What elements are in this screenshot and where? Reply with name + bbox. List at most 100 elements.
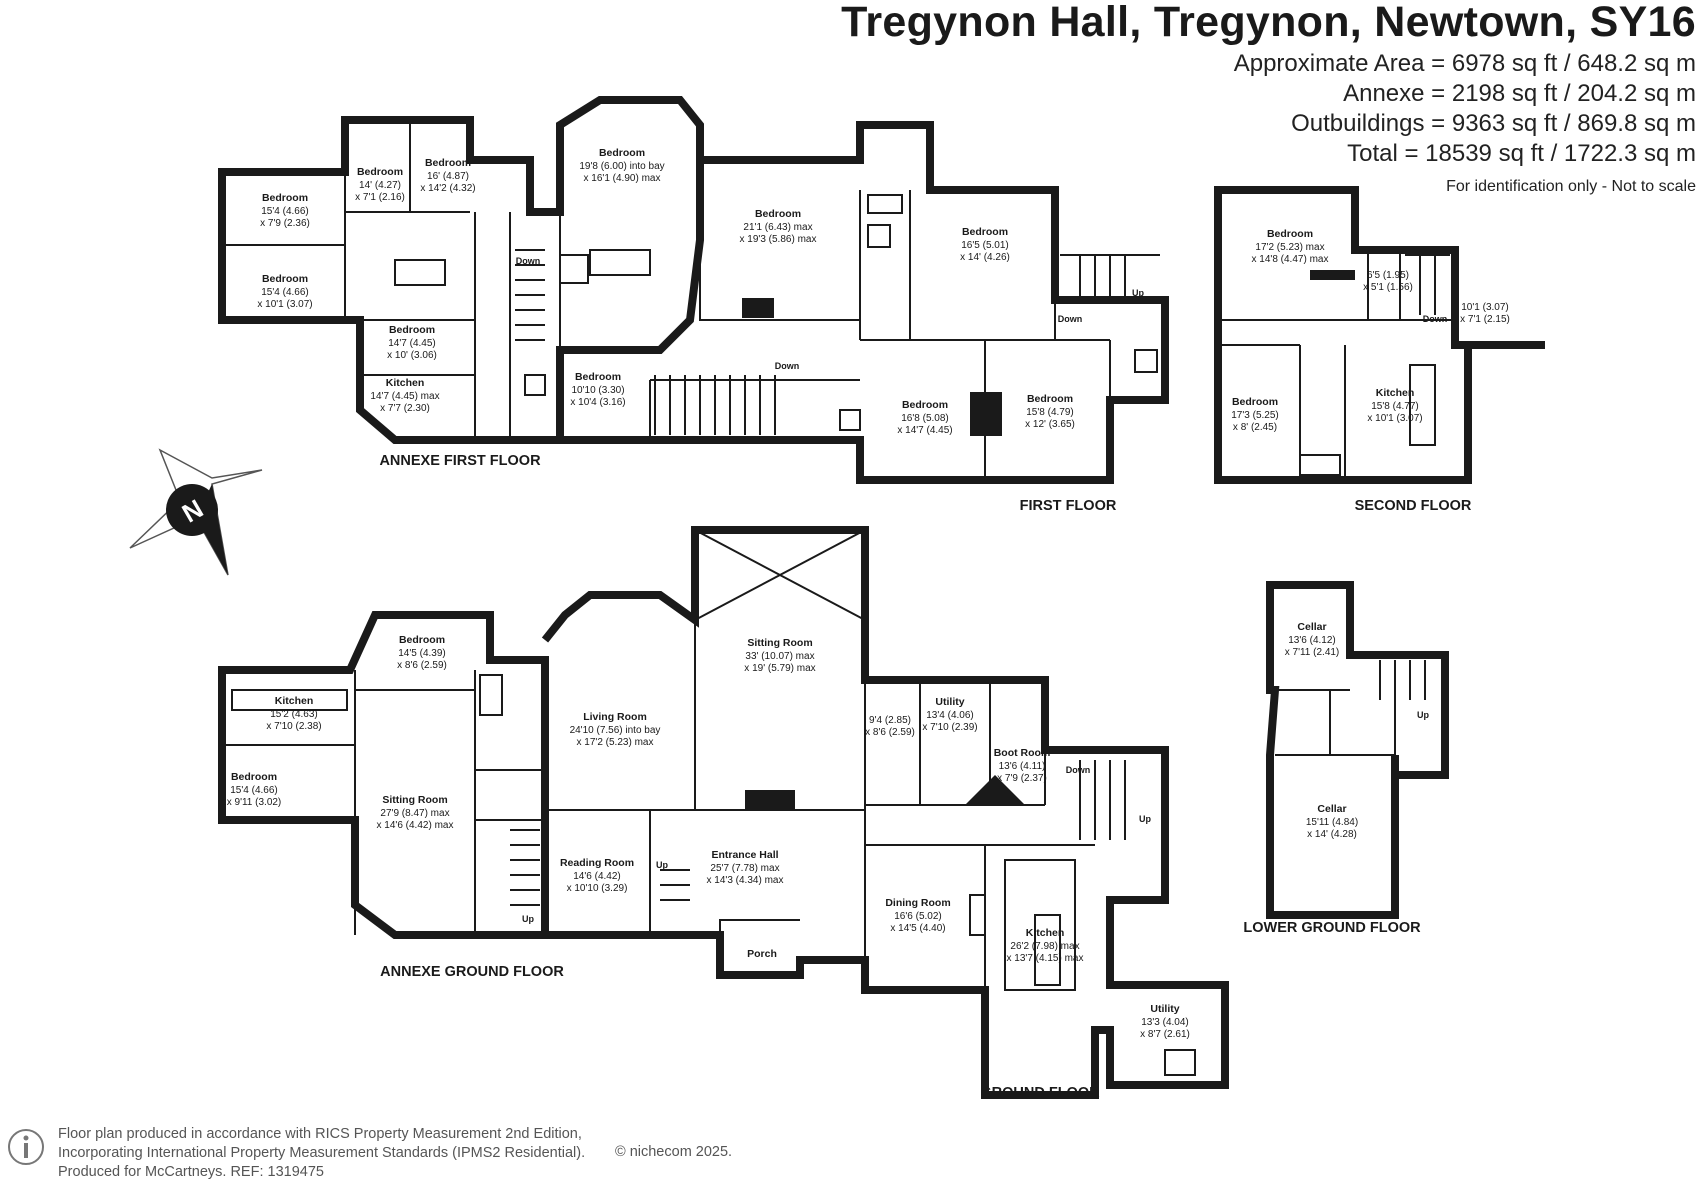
- gf-porch-name: Porch: [747, 948, 777, 960]
- af-bedroom-5-dim1: 14'7 (4.45): [388, 338, 436, 349]
- sf-room-dim2: x 7'1 (2.15): [1460, 314, 1510, 325]
- gf-living-dim1: 24'10 (7.56) into bay: [570, 725, 661, 736]
- sf-bedroom-2-name: Bedroom: [1232, 396, 1278, 408]
- gf-sitting-dim1: 33' (10.07) max: [745, 651, 814, 662]
- gf-reading-dim2: x 10'10 (3.29): [567, 883, 628, 894]
- ff-bedroom-east-dim2: x 14' (4.26): [960, 252, 1010, 263]
- ag-bedroom-2-name: Bedroom: [231, 771, 277, 783]
- gf-hall-name: Entrance Hall: [711, 849, 778, 861]
- af-bedroom-4-dim1: 16' (4.87): [427, 171, 469, 182]
- second-floor-label: SECOND FLOOR: [1355, 498, 1472, 514]
- sf-room-dim1: 10'1 (3.07): [1461, 302, 1509, 313]
- sf-kitchen-dim1: 15'8 (4.77): [1371, 401, 1419, 412]
- af-bedroom-5-name: Bedroom: [389, 324, 435, 336]
- ff-stair-up: Up: [1132, 288, 1144, 298]
- ag-bedroom-2-dim2: x 9'11 (3.02): [227, 797, 282, 808]
- gf-sitting-dim2: x 19' (5.79) max: [744, 663, 815, 674]
- ff-bedroom-sw-dim2: x 14'7 (4.45): [897, 425, 952, 436]
- sf-kitchen-name: Kitchen: [1376, 387, 1415, 399]
- gf-kitchen-dim1: 26'2 (7.98) max: [1010, 941, 1079, 952]
- af-bedroom-2-name: Bedroom: [262, 273, 308, 285]
- ag-sitting-name: Sitting Room: [382, 794, 447, 806]
- second-floor-plan: Bedroom 17'2 (5.23) max x 14'8 (4.47) ma…: [1214, 186, 1545, 514]
- gf-utility-dim1: 13'4 (4.06): [926, 710, 974, 721]
- ff-bedroom-small-dim2: x 10'4 (3.16): [570, 397, 625, 408]
- ag-sitting-dim1: 27'9 (8.47) max: [380, 808, 449, 819]
- af-kitchen-name: Kitchen: [386, 377, 425, 389]
- sf-kitchen-dim2: x 10'1 (3.07): [1367, 413, 1422, 424]
- footer-line-1: Floor plan produced in accordance with R…: [58, 1126, 582, 1142]
- sf-bedroom-2-dim2: x 8' (2.45): [1233, 422, 1277, 433]
- gf-boot-dim2: x 7'9 (2.37): [997, 773, 1047, 784]
- sf-stair-down: Down: [1423, 314, 1448, 324]
- sf-bedroom-1-dim2: x 14'8 (4.47) max: [1252, 254, 1329, 265]
- gf-living-dim2: x 17'2 (5.23) max: [577, 737, 654, 748]
- lg-stair-up: Up: [1417, 710, 1429, 720]
- annexe-ground-floor-label: ANNEXE GROUND FLOOR: [380, 964, 564, 980]
- footer-notes: Floor plan produced in accordance with R…: [58, 1125, 585, 1182]
- ff-stair-down-2: Down: [1058, 314, 1083, 324]
- gf-stair-up: Up: [656, 860, 668, 870]
- annexe-area: Annexe = 2198 sq ft / 204.2 sq m: [1343, 80, 1696, 107]
- ff-bedroom-sw-name: Bedroom: [902, 399, 948, 411]
- sf-small-dim2: x 5'1 (1.56): [1363, 282, 1413, 293]
- ff-bedroom-small-name: Bedroom: [575, 371, 621, 383]
- lg-cellar-1-name: Cellar: [1297, 621, 1326, 633]
- gf-utility-name: Utility: [935, 696, 964, 708]
- af-bedroom-1-dim2: x 7'9 (2.36): [260, 218, 310, 229]
- gf-hall-dim1: 25'7 (7.78) max: [710, 863, 779, 874]
- annexe-ground-floor-plan: Bedroom 14'5 (4.39) x 8'6 (2.59) Kitchen…: [218, 611, 564, 980]
- total-area: Total = 18539 sq ft / 1722.3 sq m: [1347, 140, 1696, 167]
- af-bedroom-4-dim2: x 14'2 (4.32): [420, 183, 475, 194]
- gf-dining-dim1: 16'6 (5.02): [894, 911, 942, 922]
- ag-kitchen-name: Kitchen: [275, 695, 314, 707]
- gf-living-name: Living Room: [583, 711, 647, 723]
- ff-bedroom-se-dim2: x 12' (3.65): [1025, 419, 1075, 430]
- footer-brand: © nichecom 2025.: [615, 1144, 733, 1160]
- gf-utility-dim2: x 7'10 (2.39): [922, 722, 977, 733]
- ff-stair-down: Down: [775, 361, 800, 371]
- ff-bedroom-large-dim2: x 19'3 (5.86) max: [740, 234, 817, 245]
- af-bedroom-3-name: Bedroom: [357, 166, 403, 178]
- gf-kitchen-name: Kitchen: [1026, 927, 1065, 939]
- scale-note: For identification only - Not to scale: [1446, 178, 1696, 195]
- gf-utility2-name: Utility: [1150, 1003, 1179, 1015]
- af-bedroom-1-dim1: 15'4 (4.66): [261, 206, 309, 217]
- af-bedroom-1-name: Bedroom: [262, 192, 308, 204]
- ag-sitting-dim2: x 14'6 (4.42) max: [377, 820, 454, 831]
- ff-bedroom-bay-dim1: 19'8 (6.00) into bay: [579, 161, 664, 172]
- ff-bedroom-bay-name: Bedroom: [599, 147, 645, 159]
- lg-cellar-1-dim1: 13'6 (4.12): [1288, 635, 1336, 646]
- annexe-first-floor-plan: Bedroom 15'4 (4.66) x 7'9 (2.36) Bedroom…: [218, 96, 704, 469]
- sf-bedroom-2-dim1: 17'3 (5.25): [1231, 410, 1279, 421]
- outbuildings-area: Outbuildings = 9363 sq ft / 869.8 sq m: [1291, 110, 1696, 137]
- ff-bedroom-east-dim1: 16'5 (5.01): [961, 240, 1009, 251]
- footer-line-3: Produced for McCartneys. REF: 1319475: [58, 1164, 324, 1180]
- ag-bedroom-1-name: Bedroom: [399, 634, 445, 646]
- gf-dining-name: Dining Room: [885, 897, 950, 909]
- gf-hall-dim2: x 14'3 (4.34) max: [707, 875, 784, 886]
- ag-stair-up: Up: [522, 914, 534, 924]
- ground-floor-plan: Living Room 24'10 (7.56) into bay x 17'2…: [541, 526, 1229, 1101]
- sf-bedroom-1-dim1: 17'2 (5.23) max: [1255, 242, 1324, 253]
- lower-ground-floor-plan: Cellar 13'6 (4.12) x 7'11 (2.41) Cellar …: [1243, 581, 1449, 936]
- gf-utility2-dim1: 13'3 (4.04): [1141, 1017, 1189, 1028]
- ground-floor-label: GROUND FLOOR: [980, 1085, 1100, 1101]
- af-bedroom-5-dim2: x 10' (3.06): [387, 350, 437, 361]
- gf-boot-name: Boot Room: [994, 747, 1051, 759]
- ag-kitchen-dim2: x 7'10 (2.38): [266, 721, 321, 732]
- sf-small-dim1: 6'5 (1.95): [1367, 270, 1409, 281]
- ff-bedroom-sw-dim1: 16'8 (5.08): [901, 413, 949, 424]
- ff-bedroom-small-dim1: 10'10 (3.30): [571, 385, 624, 396]
- af-bedroom-4-name: Bedroom: [425, 157, 471, 169]
- gf-small-dim2: x 8'6 (2.59): [865, 727, 915, 738]
- ag-bedroom-1-dim1: 14'5 (4.39): [398, 648, 446, 659]
- af-bedroom-3-dim2: x 7'1 (2.16): [355, 192, 405, 203]
- gf-reading-dim1: 14'6 (4.42): [573, 871, 621, 882]
- ff-bedroom-bay-dim2: x 16'1 (4.90) max: [584, 173, 661, 184]
- ag-kitchen-dim1: 15'2 (4.63): [270, 709, 318, 720]
- first-floor-label: FIRST FLOOR: [1020, 498, 1117, 514]
- ff-bedroom-large-dim1: 21'1 (6.43) max: [743, 222, 812, 233]
- af-bedroom-2-dim2: x 10'1 (3.07): [257, 299, 312, 310]
